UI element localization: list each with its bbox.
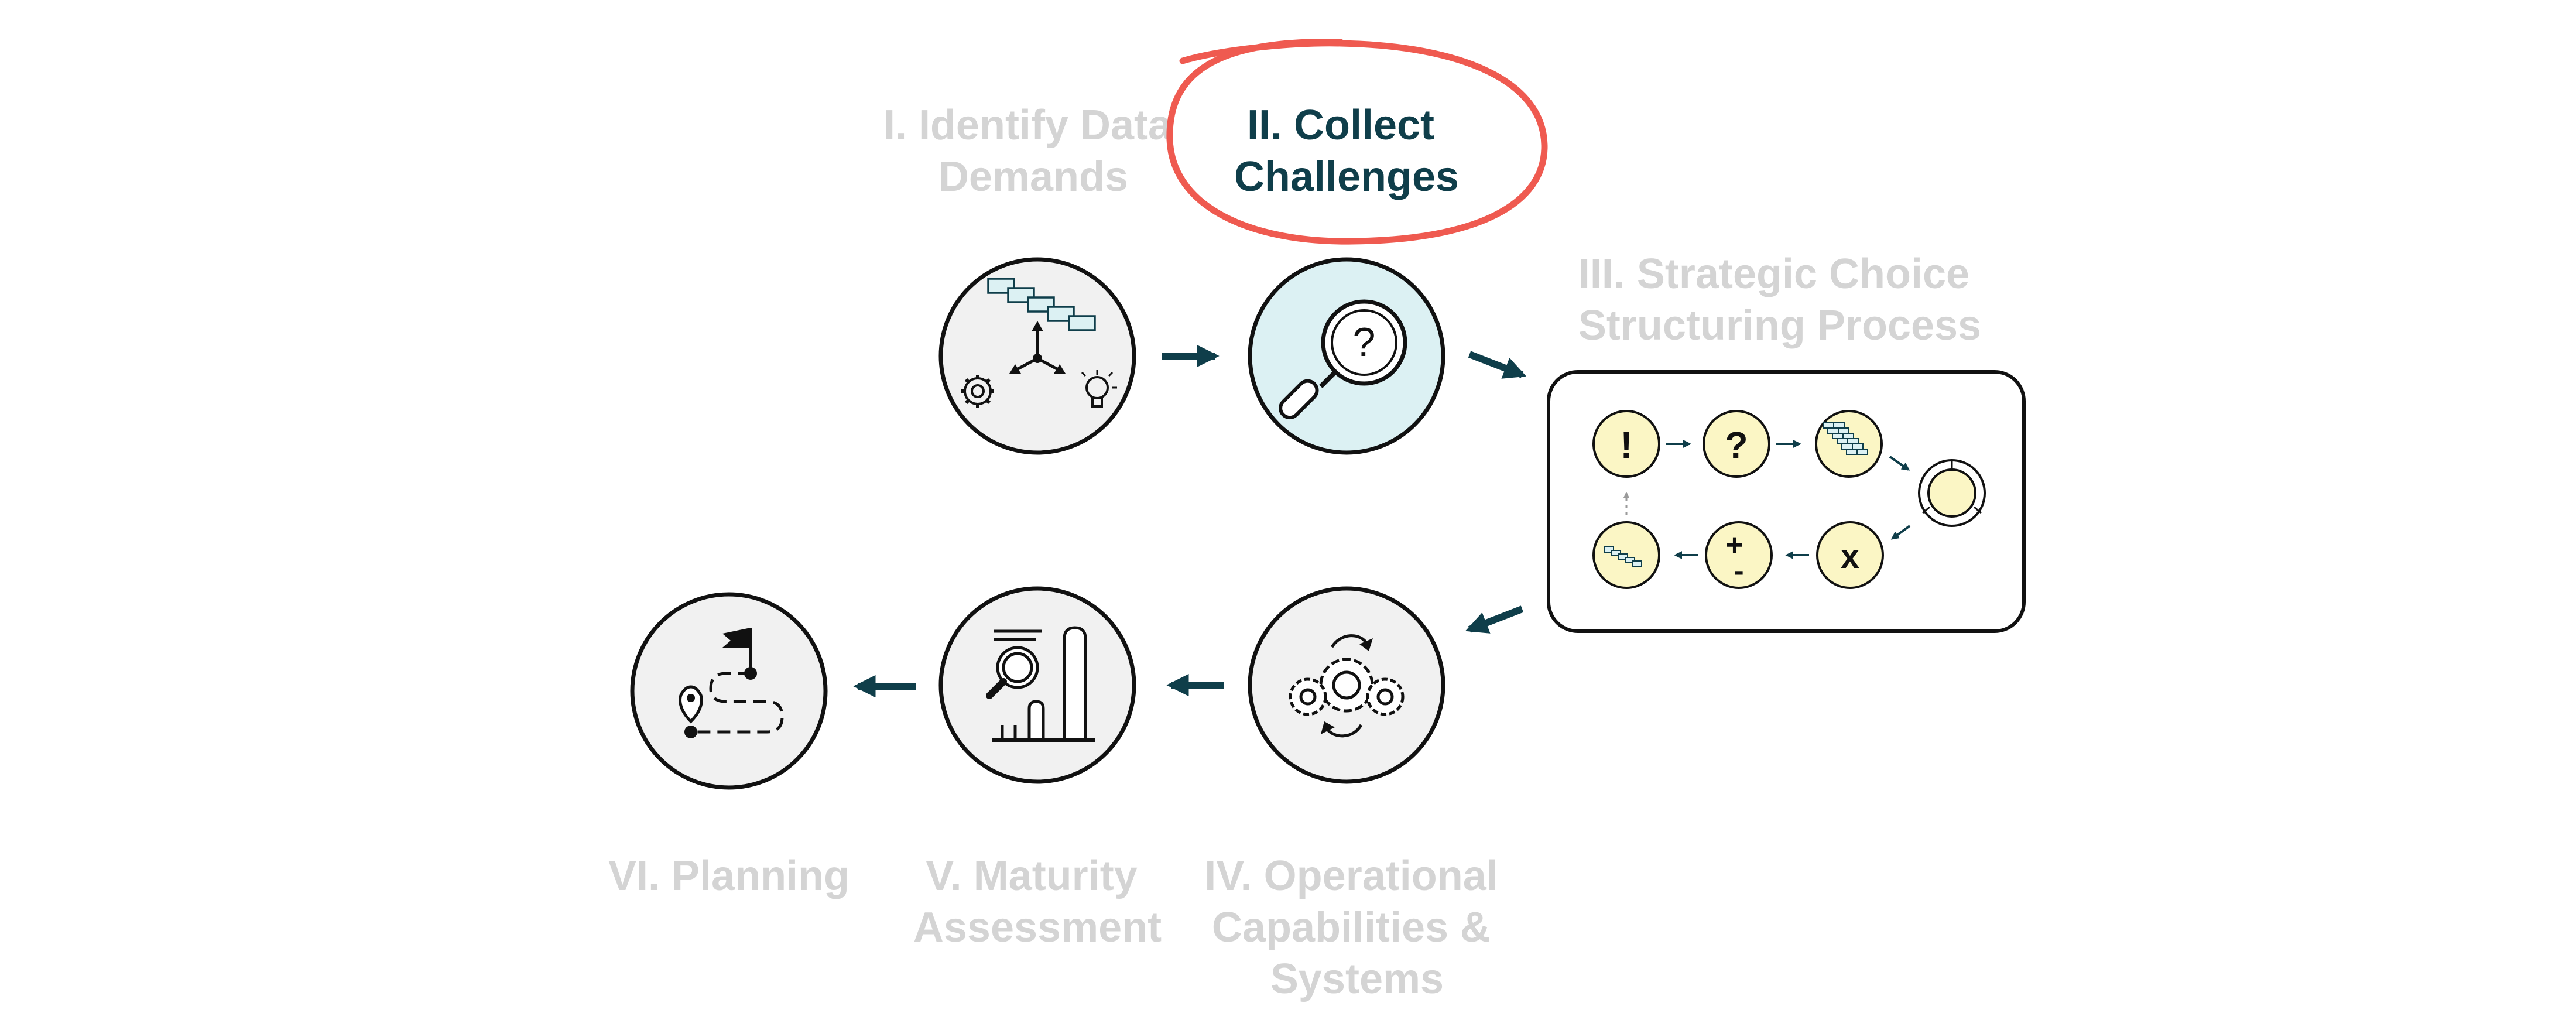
- sub-arrow-4: [1890, 525, 1911, 540]
- label-strategic: III. Strategic Choice Structuring Proces…: [1578, 251, 1981, 349]
- substep-multiply: x: [1816, 521, 1884, 589]
- stage-maturity[interactable]: [938, 586, 1136, 784]
- stage-planning[interactable]: [630, 592, 828, 790]
- label-operational: IV. Operational Capabilities & Systems: [1204, 853, 1510, 1002]
- grid-table-icon: [1823, 422, 1868, 455]
- gears-cycle-icon: [1289, 634, 1405, 738]
- highlight-ring: [1166, 39, 1548, 245]
- arrow-collect-to-strategic: [1468, 351, 1527, 379]
- roadmap-flag-icon: [679, 628, 784, 738]
- ring-icon: [1927, 468, 1976, 518]
- substep-ring: [1918, 459, 1986, 527]
- stage-strategic[interactable]: ! ? x: [1547, 370, 2026, 633]
- stage-collect[interactable]: ?: [1248, 257, 1445, 455]
- exclamation-icon: !: [1620, 424, 1632, 466]
- data-demands-icon: [961, 278, 1117, 408]
- arrow-strategic-to-operational: [1465, 605, 1524, 634]
- substep-question: ?: [1703, 410, 1770, 478]
- stage-operational[interactable]: [1248, 586, 1445, 784]
- substep-exclamation: !: [1592, 410, 1660, 478]
- step-boxes-icon: [1604, 546, 1642, 567]
- substep-grid: [1815, 410, 1883, 478]
- sub-arrow-3: [1889, 456, 1910, 471]
- substep-step-boxes: [1592, 521, 1660, 589]
- question-icon: ?: [1725, 424, 1748, 466]
- plus-minus-icon: + -: [1726, 528, 1752, 588]
- stage-identify[interactable]: [938, 257, 1136, 455]
- label-collect: II. Collect Challenges: [1234, 102, 1459, 200]
- maturity-chart-icon: [986, 626, 1095, 742]
- label-planning: VI. Planning: [608, 853, 849, 899]
- multiply-icon: x: [1841, 538, 1859, 576]
- magnifier-question-icon: ?: [1279, 299, 1407, 420]
- label-maturity: V. Maturity Assessment: [913, 853, 1162, 951]
- question-mark-glyph: ?: [1353, 319, 1376, 365]
- substep-plus-minus: + -: [1705, 521, 1773, 589]
- label-identify: I. Identify Data Demands: [883, 102, 1183, 200]
